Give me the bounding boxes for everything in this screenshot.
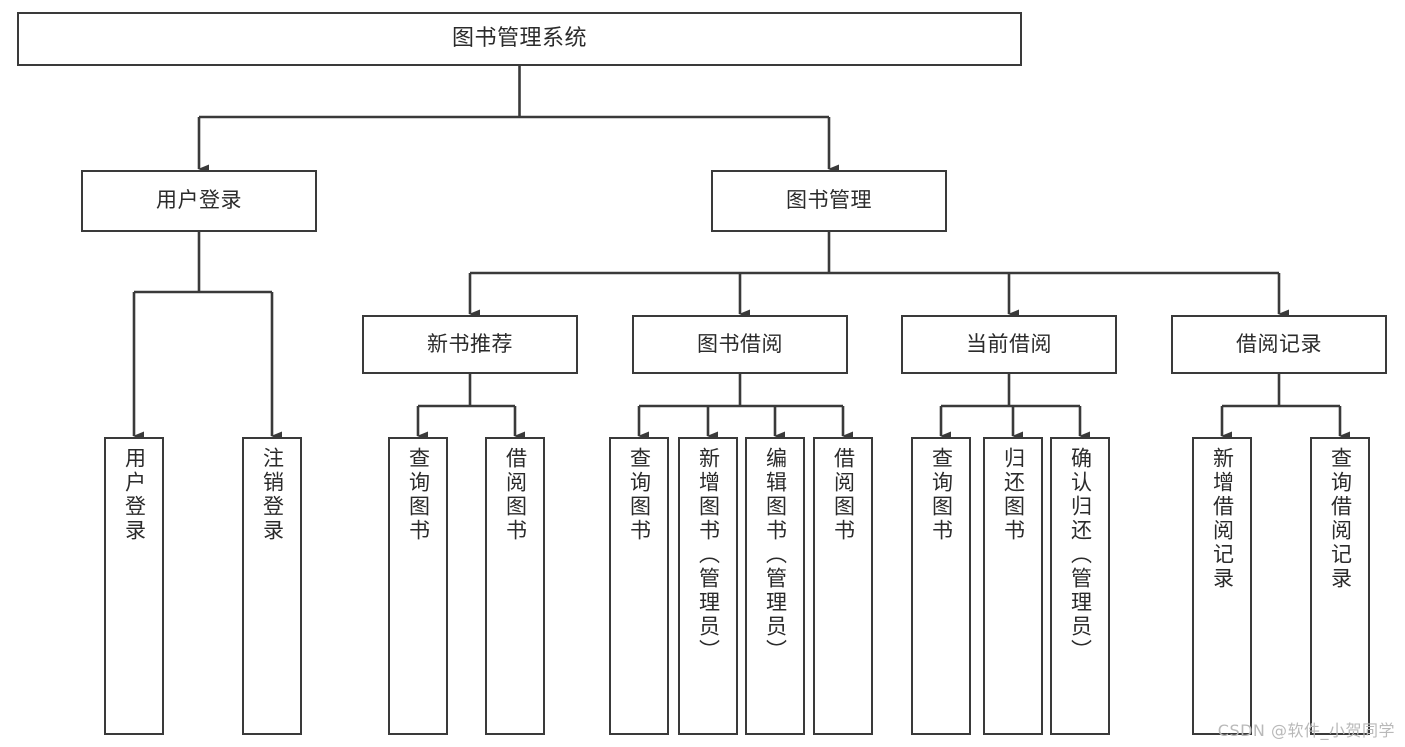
node-login[interactable]: 用户登录 xyxy=(81,170,317,232)
node-label: 图书管理 xyxy=(786,188,872,213)
node-label: 图书管理系统 xyxy=(451,25,587,51)
node-newbooks[interactable]: 新书推荐 xyxy=(362,315,578,374)
node-leaf-bo-borrow[interactable]: 借阅图书 xyxy=(813,437,873,735)
node-borrow[interactable]: 图书借阅 xyxy=(632,315,848,374)
node-root[interactable]: 图书管理系统 xyxy=(17,12,1022,66)
node-records[interactable]: 借阅记录 xyxy=(1171,315,1387,374)
node-leaf-bo-query[interactable]: 查询图书 xyxy=(609,437,669,735)
node-leaf-nb-query[interactable]: 查询图书 xyxy=(388,437,448,735)
node-label: 查询借阅记录 xyxy=(1328,447,1353,591)
node-leaf-nb-borrow[interactable]: 借阅图书 xyxy=(485,437,545,735)
node-label: 借阅记录 xyxy=(1236,331,1322,356)
node-current[interactable]: 当前借阅 xyxy=(901,315,1117,374)
node-label: 借阅图书 xyxy=(831,447,856,543)
node-label: 新增图书（管理员） xyxy=(696,447,721,663)
node-label: 注销登录 xyxy=(260,447,285,543)
node-label: 借阅图书 xyxy=(503,447,528,543)
node-leaf-cu-query[interactable]: 查询图书 xyxy=(911,437,971,735)
node-leaf-bo-edit[interactable]: 编辑图书（管理员） xyxy=(745,437,805,735)
node-label: 查询图书 xyxy=(406,447,431,543)
node-label: 查询图书 xyxy=(929,447,954,543)
node-label: 当前借阅 xyxy=(966,331,1052,356)
node-leaf-cu-return[interactable]: 归还图书 xyxy=(983,437,1043,735)
node-bookmgmt[interactable]: 图书管理 xyxy=(711,170,947,232)
node-leaf-bo-add[interactable]: 新增图书（管理员） xyxy=(678,437,738,735)
node-leaf-rec-add[interactable]: 新增借阅记录 xyxy=(1192,437,1252,735)
node-label: 归还图书 xyxy=(1001,447,1026,543)
node-label: 图书借阅 xyxy=(697,331,783,356)
node-label: 新书推荐 xyxy=(427,331,513,356)
node-label: 编辑图书（管理员） xyxy=(763,447,788,663)
node-label: 新增借阅记录 xyxy=(1210,447,1235,591)
watermark-text: CSDN @软件_小贺同学 xyxy=(1217,721,1395,740)
node-label: 确认归还（管理员） xyxy=(1068,447,1093,663)
node-leaf-cu-confirm[interactable]: 确认归还（管理员） xyxy=(1050,437,1110,735)
node-leaf-user-login[interactable]: 用户登录 xyxy=(104,437,164,735)
node-leaf-user-logout[interactable]: 注销登录 xyxy=(242,437,302,735)
node-label: 查询图书 xyxy=(627,447,652,543)
node-leaf-rec-query[interactable]: 查询借阅记录 xyxy=(1310,437,1370,735)
node-label: 用户登录 xyxy=(156,188,242,213)
node-label: 用户登录 xyxy=(122,447,147,543)
